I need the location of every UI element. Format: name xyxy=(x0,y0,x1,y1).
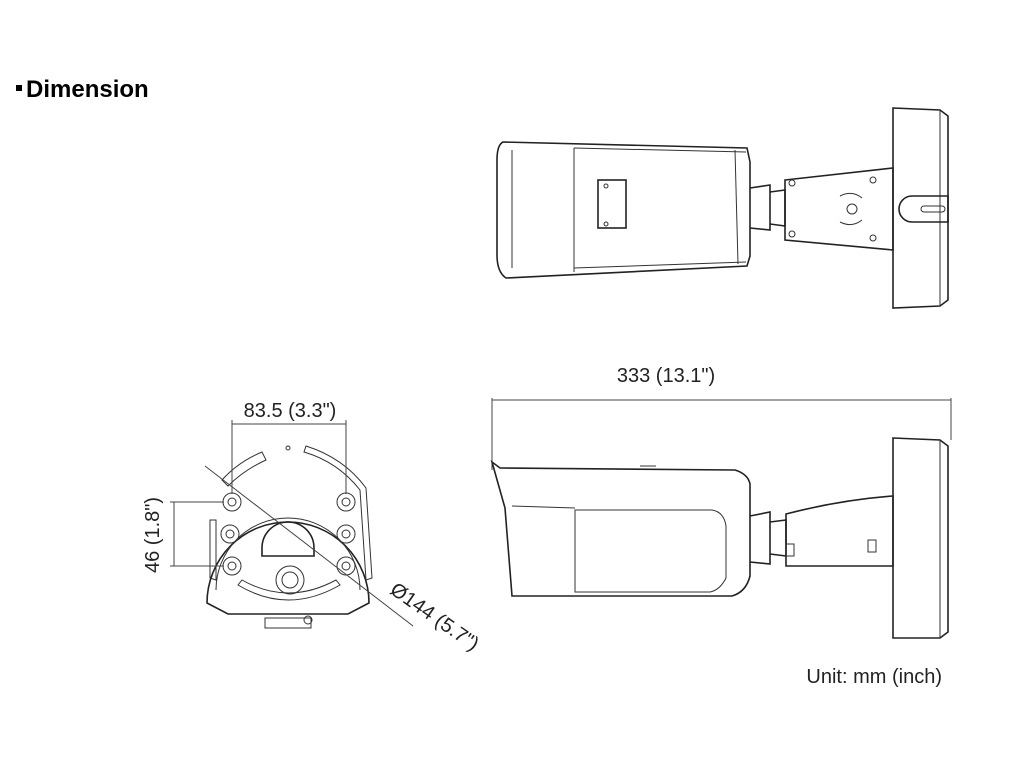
camera-top-view xyxy=(496,107,949,309)
overall-length-label: 333 (13.1") xyxy=(617,365,715,387)
section-title: Dimension xyxy=(16,76,149,104)
section-title-text: Dimension xyxy=(26,76,149,103)
unit-note: Unit: mm (inch) xyxy=(806,666,942,688)
base-diameter-label: Ø144 (5.7") xyxy=(386,579,483,656)
title-bullet-icon xyxy=(16,84,22,91)
camera-side-view xyxy=(490,398,952,639)
hole-spacing-vertical-label: 46 (1.8") xyxy=(142,497,164,573)
base-front-view xyxy=(170,420,414,629)
hole-spacing-horizontal-label: 83.5 (3.3") xyxy=(244,400,337,422)
